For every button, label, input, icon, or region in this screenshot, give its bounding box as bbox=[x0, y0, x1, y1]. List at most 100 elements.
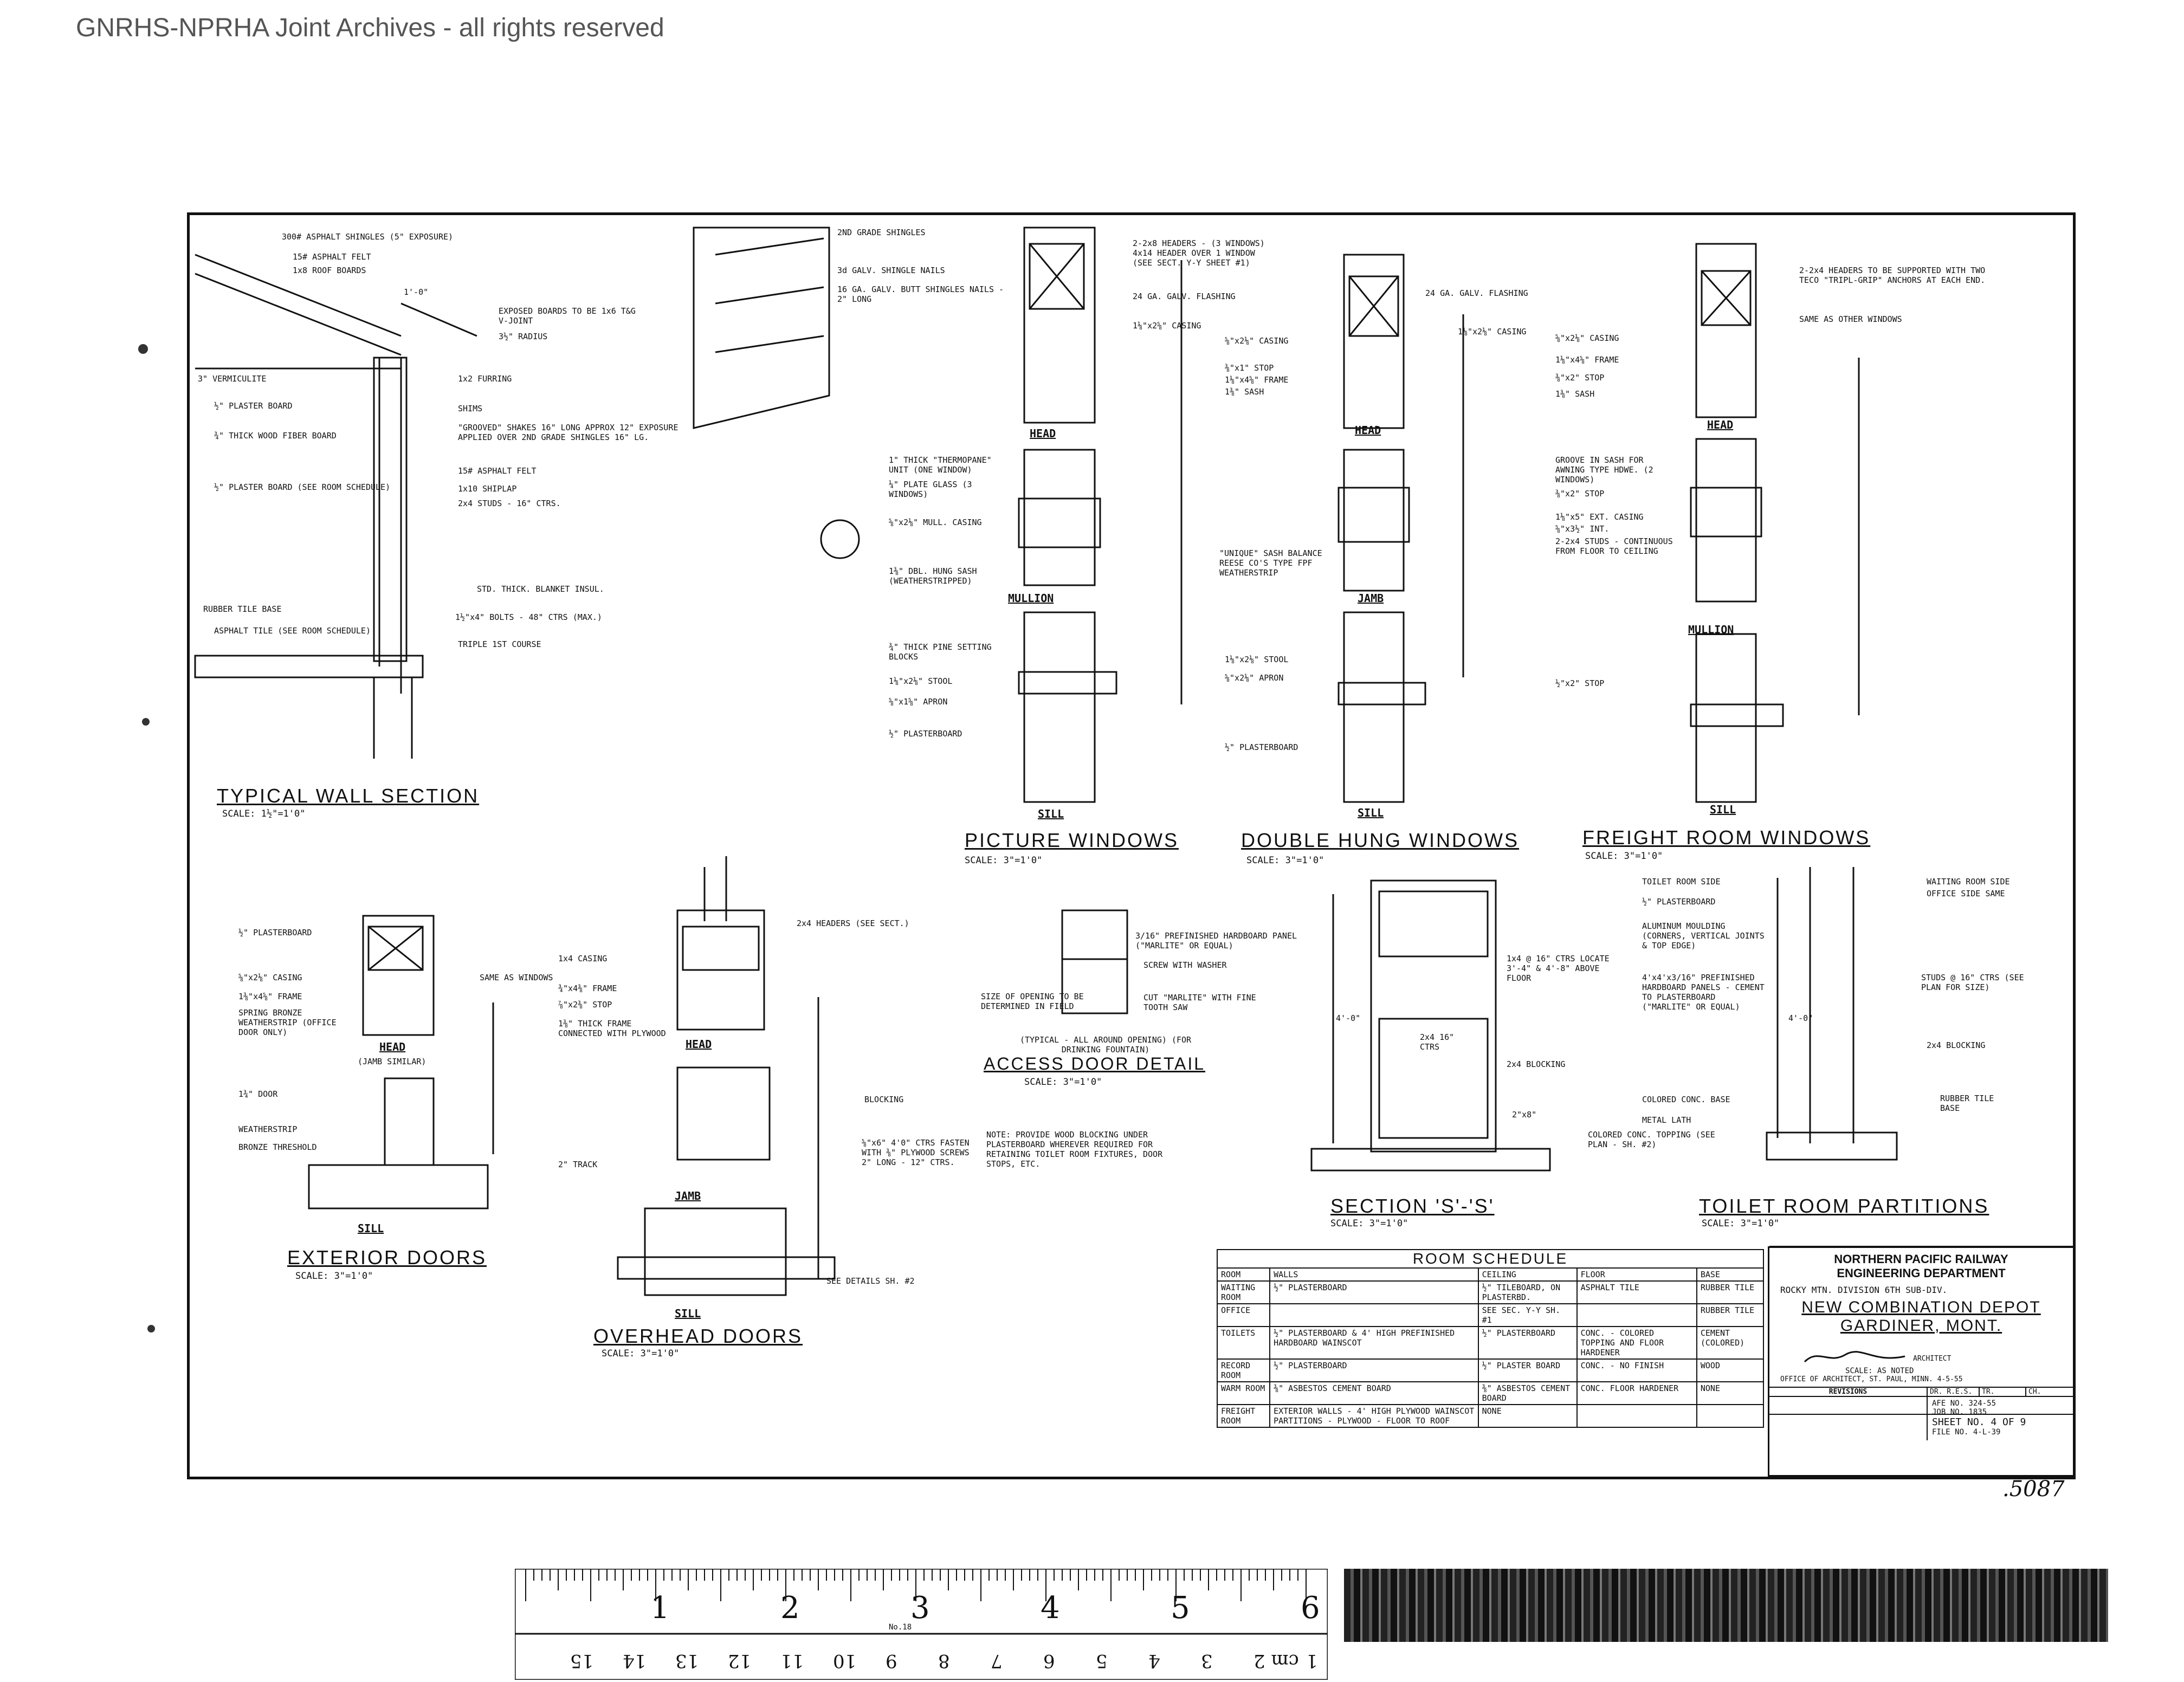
access-door-note: CUT "MARLITE" WITH FINE TOOTH SAW bbox=[1143, 993, 1256, 1012]
architect-label: ARCHITECT bbox=[1913, 1355, 1952, 1363]
ruler-cm-number: 3 bbox=[1201, 1650, 1213, 1672]
typical-wall-note: RUBBER TILE BASE bbox=[203, 604, 282, 614]
picture-note: ½" PLASTERBOARD bbox=[889, 729, 962, 739]
afe-number: AFE NO. 324-55 bbox=[1932, 1399, 1996, 1408]
section-ss-note: 2x4 16" CTRS bbox=[1420, 1032, 1455, 1052]
section-ss-title: SECTION 'S'-'S' bbox=[1330, 1195, 1495, 1217]
table-cell bbox=[1576, 1404, 1697, 1428]
revisions-area bbox=[1769, 1397, 1928, 1440]
column-header: WALLS bbox=[1269, 1267, 1479, 1282]
double-hung-note: 24 GA. GALV. FLASHING bbox=[1425, 288, 1528, 298]
exterior-sill-label: SILL bbox=[358, 1222, 384, 1235]
ruler-cm-number: 1 bbox=[1306, 1650, 1318, 1672]
toilet-note: OFFICE SIDE SAME bbox=[1927, 889, 2005, 898]
access-door-note: SCREW WITH WASHER bbox=[1143, 960, 1227, 970]
column-header: ROOM bbox=[1216, 1267, 1271, 1282]
typical-wall-note: 1½"x4" BOLTS - 48" CTRS (MAX.) bbox=[455, 612, 602, 622]
toilet-note: METAL LATH bbox=[1642, 1115, 1691, 1125]
exterior-note: BRONZE THRESHOLD bbox=[238, 1142, 317, 1152]
table-cell: RUBBER TILE bbox=[1696, 1303, 1765, 1327]
exterior-doors-title: EXTERIOR DOORS bbox=[287, 1246, 487, 1269]
title-block-revision-row: REVISIONS DR. R.E.S. TR. CH. bbox=[1769, 1387, 2073, 1396]
toilet-partitions-scale: SCALE: 3"=1'0" bbox=[1702, 1218, 1780, 1229]
typical-wall-dim: 1'-0" bbox=[404, 287, 429, 297]
ruler-cm-number: 5 bbox=[1096, 1650, 1108, 1672]
archive-watermark: GNRHS-NPRHA Joint Archives - all rights … bbox=[76, 14, 664, 42]
ruler-cm-number: 6 bbox=[1043, 1650, 1055, 1672]
double-hung-scale: SCALE: 3"=1'0" bbox=[1246, 855, 1324, 866]
toilet-note: 4'x4'x3/16" PREFINISHED HARDBOARD PANELS… bbox=[1642, 973, 1765, 1012]
access-door-note: (TYPICAL - ALL AROUND OPENING) (FOR DRIN… bbox=[1019, 1035, 1192, 1055]
toilet-dim: 4'-0" bbox=[1788, 1013, 1813, 1023]
table-cell: CONC. FLOOR HARDENER bbox=[1576, 1381, 1697, 1405]
table-cell: ASPHALT TILE bbox=[1576, 1280, 1697, 1304]
picture-note: ⅝"x1⅝" APRON bbox=[889, 697, 948, 707]
table-cell: CEMENT (COLORED) bbox=[1696, 1326, 1765, 1360]
picture-note: 2-2x8 HEADERS - (3 WINDOWS) 4x14 HEADER … bbox=[1133, 238, 1265, 268]
ruler-cm-number: 9 bbox=[886, 1650, 897, 1672]
column-header: CEILING bbox=[1477, 1267, 1578, 1282]
table-cell: ½" TILEBOARD, ON PLASTERBD. bbox=[1477, 1280, 1578, 1304]
picture-windows-scale: SCALE: 3"=1'0" bbox=[965, 855, 1043, 866]
room-schedule-header: ROOM WALLS CEILING FLOOR BASE bbox=[1216, 1267, 1765, 1282]
overhead-note: BLOCKING bbox=[864, 1095, 904, 1104]
double-hung-note: "UNIQUE" SASH BALANCE REESE CO'S TYPE FP… bbox=[1219, 548, 1322, 578]
double-hung-note: ⅜"x1" STOP bbox=[1225, 363, 1274, 373]
double-hung-note: 1⅛"x4⅝" FRAME bbox=[1225, 375, 1289, 385]
title-block-numbers: AFE NO. 324-55 JOB NO. 1835 SHEET NO. 4 … bbox=[1769, 1396, 2073, 1440]
typical-wall-note: ½" PLASTER BOARD (SEE ROOM SCHEDULE) bbox=[214, 482, 391, 492]
revisions-label: REVISIONS bbox=[1769, 1388, 1928, 1396]
picture-note: ⅝"x2⅛" MULL. CASING bbox=[889, 517, 982, 527]
overhead-note: 2" TRACK bbox=[558, 1160, 598, 1169]
freight-note: 2-2x4 HEADERS TO BE SUPPORTED WITH TWO T… bbox=[1799, 266, 1986, 285]
title-block-office: OFFICE OF ARCHITECT, ST. PAUL, MINN. 4-5… bbox=[1780, 1375, 1963, 1383]
toilet-note: COLORED CONC. BASE bbox=[1642, 1095, 1730, 1104]
general-note: NOTE: PROVIDE WOOD BLOCKING UNDER PLASTE… bbox=[986, 1130, 1163, 1169]
table-cell: ½" PLASTER BOARD bbox=[1477, 1358, 1578, 1382]
section-ss-scale: SCALE: 3"=1'0" bbox=[1330, 1218, 1408, 1229]
exterior-note: SPRING BRONZE WEATHERSTRIP (OFFICE DOOR … bbox=[238, 1008, 337, 1037]
typical-wall-note: 15# ASPHALT FELT bbox=[458, 466, 537, 476]
table-cell: WAITING ROOM bbox=[1216, 1280, 1271, 1304]
picture-note: 24 GA. GALV. FLASHING bbox=[1133, 292, 1236, 301]
section-ss-dim: 4'-0" bbox=[1336, 1013, 1361, 1023]
room-schedule: ROOM SCHEDULE ROOM WALLS CEILING FLOOR B… bbox=[1216, 1249, 1765, 1428]
ruler-inch-number: 6 bbox=[1301, 1590, 1320, 1626]
exterior-note: ½" PLASTERBOARD bbox=[238, 928, 312, 937]
picture-note: 1" THICK "THERMOPANE" UNIT (ONE WINDOW) bbox=[889, 455, 992, 475]
table-cell bbox=[1269, 1303, 1479, 1327]
overhead-head-label: HEAD bbox=[686, 1038, 712, 1051]
table-row: WAITING ROOM ½" PLASTERBOARD ½" TILEBOAR… bbox=[1216, 1280, 1765, 1304]
ruler-inch-number: 1 bbox=[650, 1590, 670, 1626]
room-schedule-title: ROOM SCHEDULE bbox=[1217, 1249, 1764, 1267]
exterior-head-label: HEAD bbox=[379, 1040, 406, 1053]
table-cell: FREIGHT ROOM bbox=[1216, 1404, 1271, 1428]
room-schedule-table: ROOM WALLS CEILING FLOOR BASE WAITING RO… bbox=[1216, 1267, 1765, 1428]
ruler-cm-number: 11 bbox=[780, 1650, 804, 1672]
column-header: FLOOR bbox=[1576, 1267, 1697, 1282]
double-hung-note: ⅝"x2⅛" CASING bbox=[1225, 336, 1289, 346]
table-cell: OFFICE bbox=[1216, 1303, 1271, 1327]
ruler-cm-number: cm 2 bbox=[1253, 1650, 1299, 1672]
freight-note: 1⅛"x5" EXT. CASING bbox=[1555, 512, 1644, 522]
freight-note: 1⅛"x4⅝" FRAME bbox=[1555, 355, 1619, 365]
double-hung-note: ⅝"x2⅛" APRON bbox=[1225, 673, 1284, 683]
picture-windows-title: PICTURE WINDOWS bbox=[965, 829, 1179, 851]
ruler-cm-number: 15 bbox=[570, 1650, 594, 1672]
ruler-cm-number: 13 bbox=[675, 1650, 699, 1672]
ruler-inch-number: 2 bbox=[780, 1590, 800, 1626]
table-row: OFFICE SEE SEC. Y-Y SH. #1 RUBBER TILE bbox=[1216, 1303, 1765, 1327]
archive-number: .5087 bbox=[2002, 1477, 2065, 1502]
double-hung-note: 1⅜" SASH bbox=[1225, 387, 1264, 397]
picture-head-label: HEAD bbox=[1030, 427, 1056, 440]
table-cell: ⅜" ASBESTOS CEMENT BOARD bbox=[1477, 1381, 1578, 1405]
section-ss-note: 2"x8" bbox=[1512, 1110, 1537, 1120]
typical-wall-scale: SCALE: 1½"=1'0" bbox=[222, 808, 306, 819]
exterior-doors-scale: SCALE: 3"=1'0" bbox=[295, 1271, 373, 1282]
ruler-inch-number: 5 bbox=[1171, 1590, 1190, 1626]
freight-head-label: HEAD bbox=[1707, 418, 1734, 431]
double-hung-sill-label: SILL bbox=[1358, 806, 1384, 819]
overhead-sill-label: SILL bbox=[675, 1307, 701, 1320]
